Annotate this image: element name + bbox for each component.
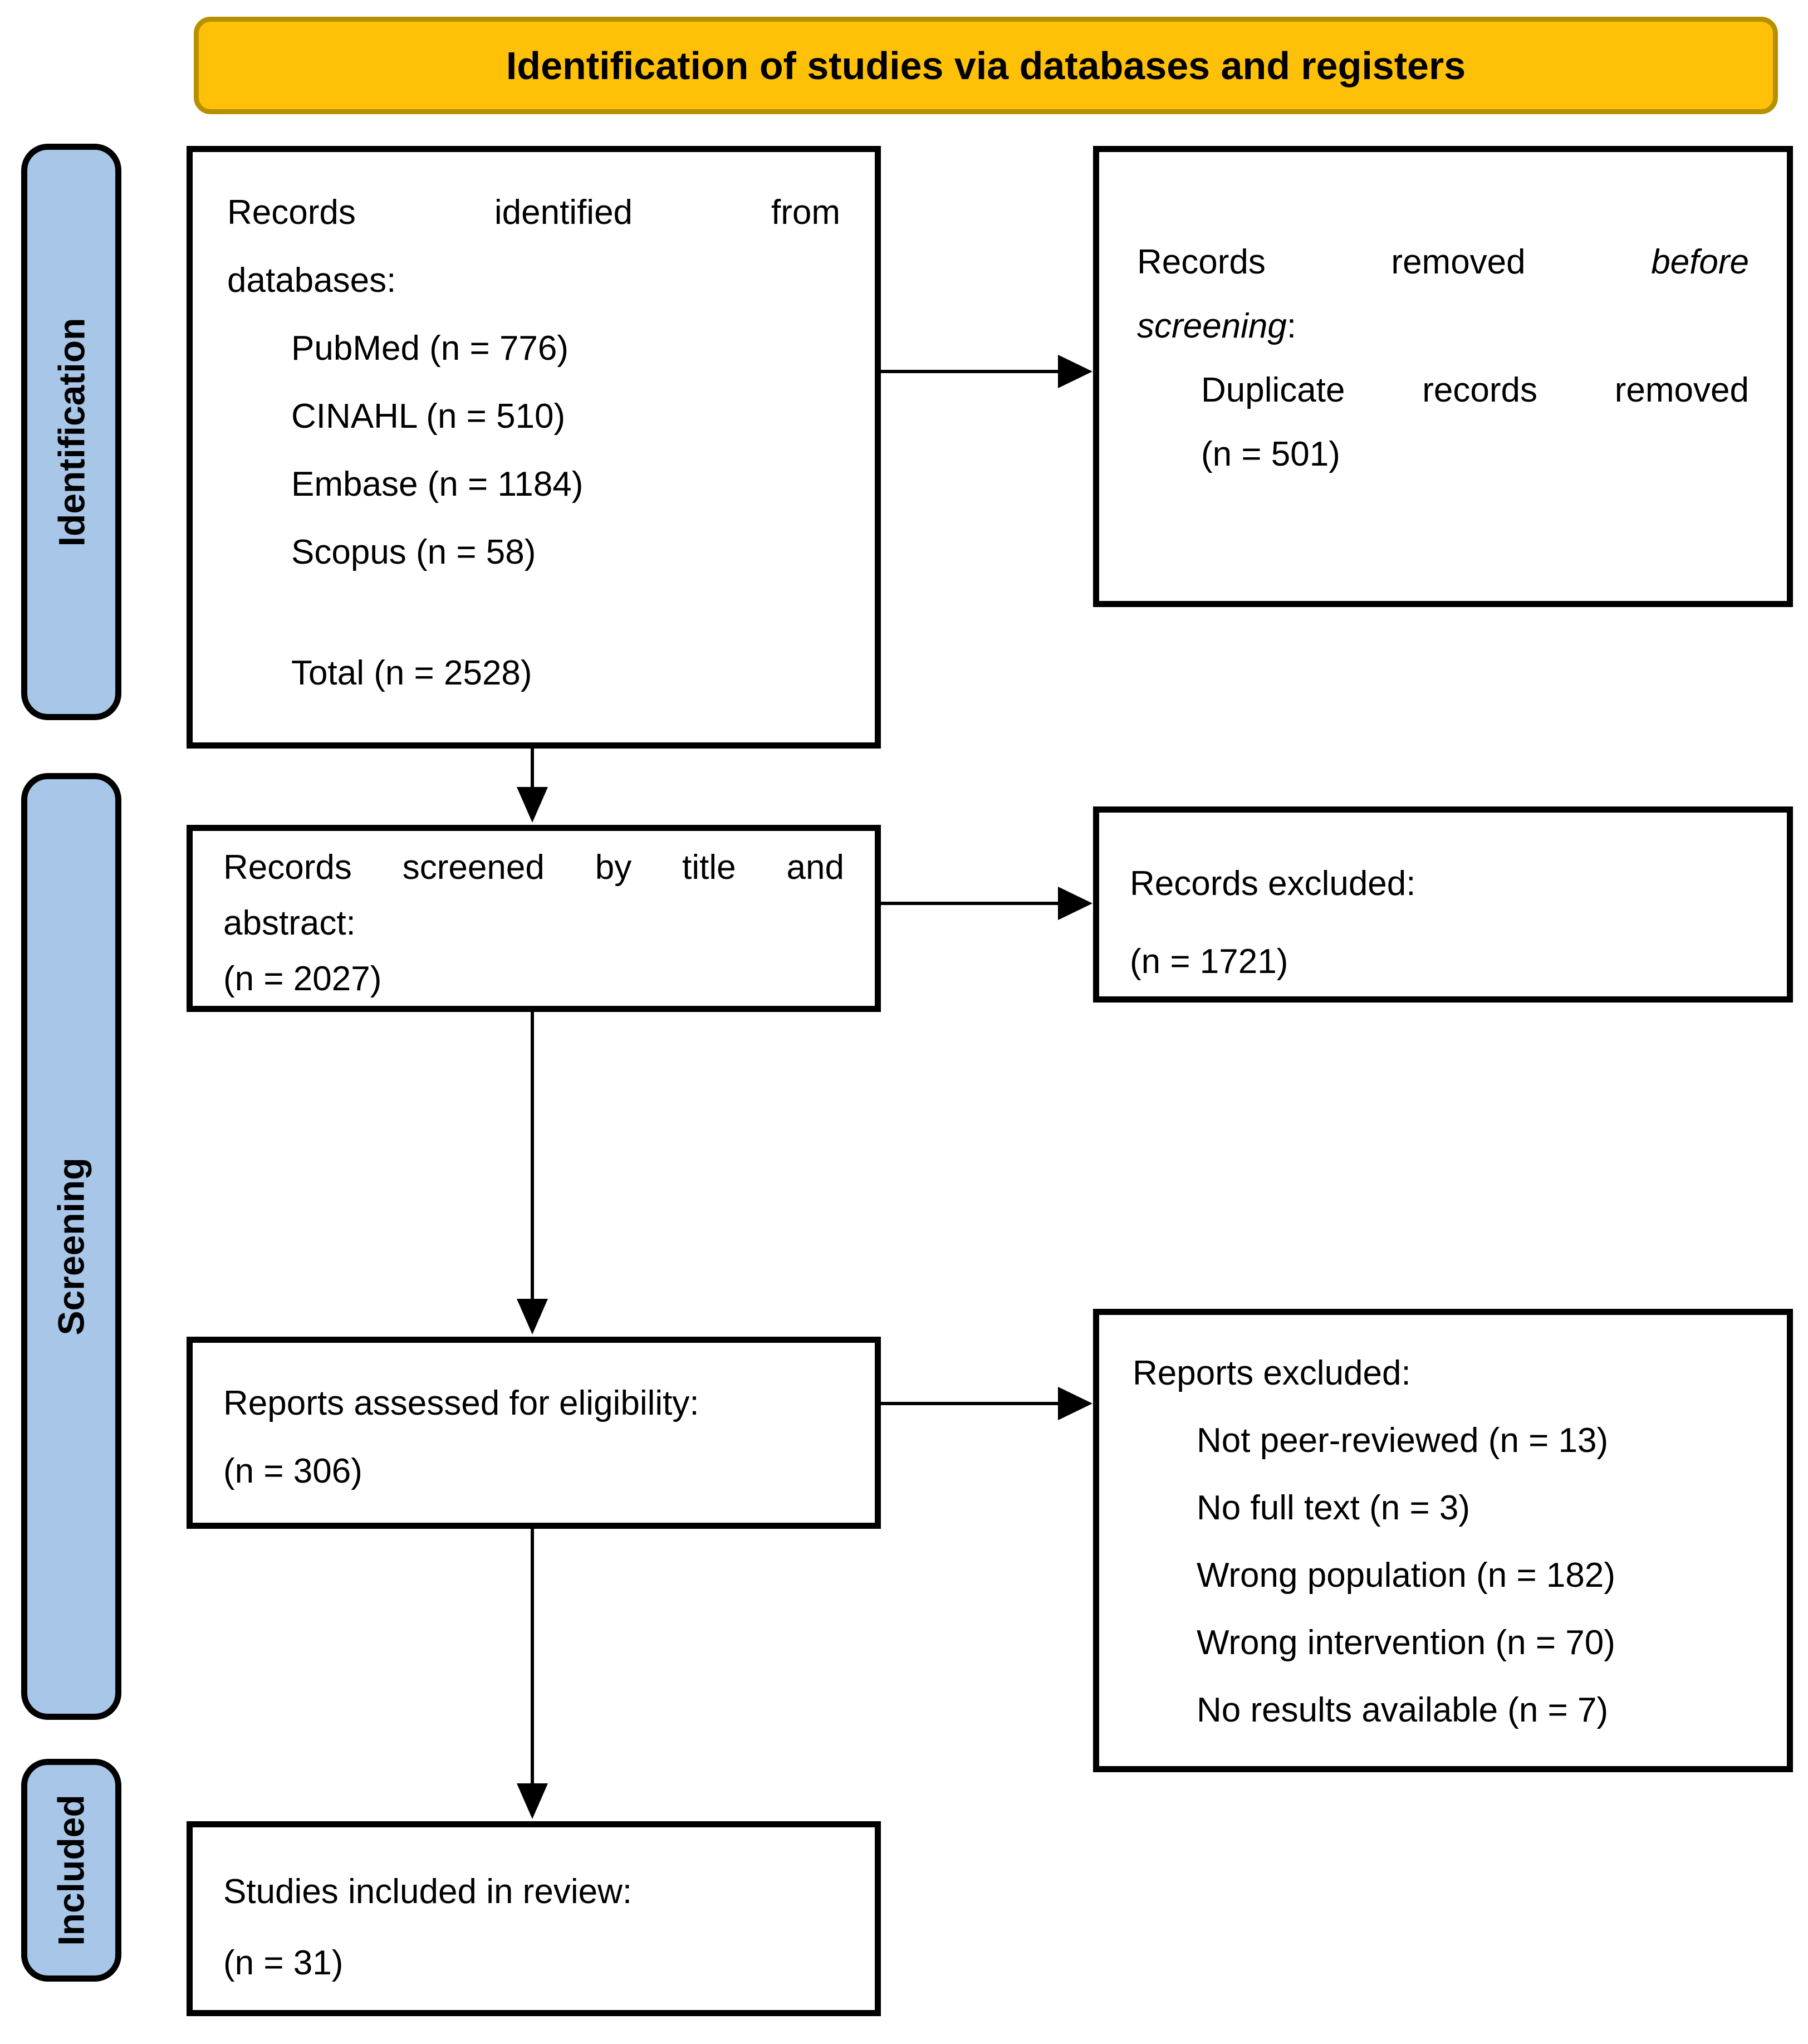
arrow-assessed-to-reports-excluded-head bbox=[1058, 1387, 1092, 1420]
reports-assessed-count: (n = 306) bbox=[223, 1452, 362, 1490]
excl-wrong-intervention: Wrong intervention (n = 70) bbox=[1197, 1624, 1615, 1662]
records-removed-word1: Records bbox=[1137, 243, 1266, 281]
arrow-assessed-to-reports-excluded-line bbox=[881, 1402, 1060, 1405]
records-excluded-count: (n = 1721) bbox=[1130, 942, 1288, 981]
arrow-identified-to-screened-line bbox=[531, 749, 534, 788]
arrow-identified-to-screened-head bbox=[517, 787, 548, 823]
arrow-identified-to-removed-head bbox=[1058, 355, 1092, 388]
arrow-screened-to-assessed-head bbox=[517, 1299, 548, 1334]
stage-bar-identification: Identification bbox=[21, 144, 121, 720]
screening-italic: screening bbox=[1137, 307, 1287, 345]
reports-assessed-line1: Reports assessed for eligibility: bbox=[223, 1384, 699, 1422]
db-count-pubmed: PubMed (n = 776) bbox=[291, 329, 569, 368]
banner-identification-via-databases: Identification of studies via databases … bbox=[194, 17, 1778, 114]
arrow-identified-to-removed-line bbox=[881, 370, 1060, 373]
box-reports-assessed: Reports assessed for eligibility: (n = 3… bbox=[187, 1337, 881, 1529]
arrow-screened-to-assessed-line bbox=[531, 1012, 534, 1300]
excl-wrong-population: Wrong population (n = 182) bbox=[1197, 1556, 1615, 1595]
stage-bar-screening: Screening bbox=[21, 773, 121, 1720]
box-reports-excluded: Reports excluded: Not peer-reviewed (n =… bbox=[1093, 1309, 1793, 1772]
duplicates-removed-count: (n = 501) bbox=[1201, 435, 1340, 473]
records-excluded-line1: Records excluded: bbox=[1130, 864, 1416, 903]
studies-included-line1: Studies included in review: bbox=[223, 1872, 633, 1911]
excl-not-peer-reviewed: Not peer-reviewed (n = 13) bbox=[1197, 1421, 1609, 1460]
box-records-removed-before-screening: Records removed before screening: Duplic… bbox=[1093, 146, 1793, 607]
db-count-cinahl: CINAHL (n = 510) bbox=[291, 397, 566, 436]
studies-included-count: (n = 31) bbox=[223, 1944, 344, 1982]
stage-bar-included: Included bbox=[21, 1759, 121, 1982]
arrow-screened-to-excluded-head bbox=[1058, 887, 1092, 920]
records-identified-line2: databases: bbox=[227, 261, 396, 300]
stage-label-included: Included bbox=[51, 1794, 92, 1946]
db-count-embase: Embase (n = 1184) bbox=[291, 465, 584, 503]
records-screened-line2: abstract: bbox=[223, 904, 356, 942]
db-count-scopus: Scopus (n = 58) bbox=[291, 533, 536, 571]
records-removed-word3: before bbox=[1651, 243, 1749, 281]
records-removed-word2: removed bbox=[1391, 243, 1526, 281]
box-studies-included: Studies included in review: (n = 31) bbox=[187, 1821, 881, 2016]
stage-label-identification: Identification bbox=[51, 317, 92, 546]
screening-colon: : bbox=[1286, 307, 1297, 345]
records-removed-line2: screening: bbox=[1137, 294, 1749, 358]
arrow-assessed-to-included-line bbox=[531, 1529, 534, 1784]
db-count-total: Total (n = 2528) bbox=[291, 654, 532, 692]
excl-no-full-text: No full text (n = 3) bbox=[1197, 1489, 1471, 1527]
banner-title: Identification of studies via databases … bbox=[506, 43, 1466, 87]
reports-excluded-line1: Reports excluded: bbox=[1133, 1354, 1411, 1392]
arrow-screened-to-excluded-line bbox=[881, 902, 1060, 905]
excl-no-results: No results available (n = 7) bbox=[1197, 1691, 1609, 1729]
arrow-assessed-to-included-head bbox=[517, 1783, 548, 1819]
blank-line bbox=[227, 586, 840, 639]
records-screened-count: (n = 2027) bbox=[223, 960, 382, 998]
stage-label-screening: Screening bbox=[51, 1157, 92, 1336]
records-removed-line1: Records removed before bbox=[1137, 230, 1749, 294]
box-records-excluded: Records excluded: (n = 1721) bbox=[1093, 806, 1793, 1003]
